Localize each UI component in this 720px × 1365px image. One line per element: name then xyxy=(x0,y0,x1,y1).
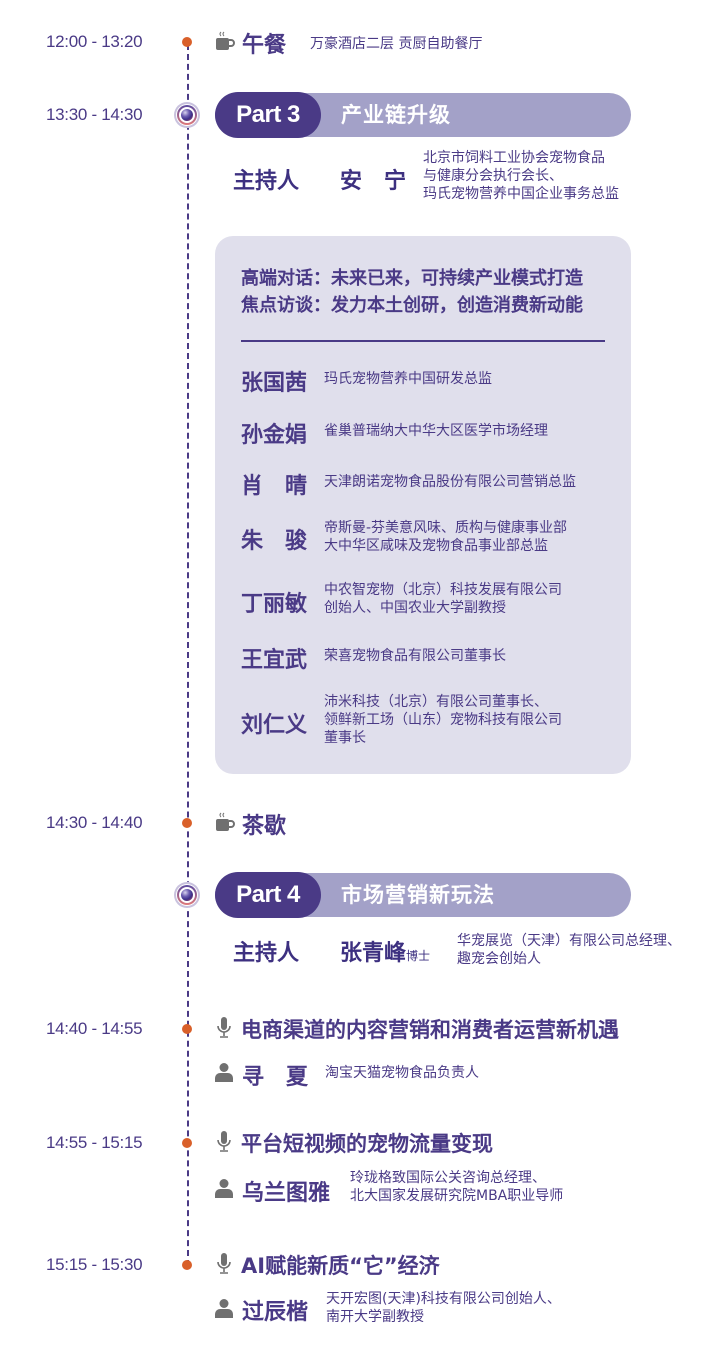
person-icon xyxy=(215,1179,233,1198)
part-title: 产业链升级 xyxy=(341,103,451,127)
panelist-title: 帝斯曼-芬美意风味、质构与健康事业部 大中华区咸味及宠物食品事业部总监 xyxy=(324,520,568,554)
panelist-title: 荣喜宠物食品有限公司董事长 xyxy=(324,648,506,664)
person-icon xyxy=(215,1063,233,1082)
timeline-dot xyxy=(182,37,192,47)
panel-discussion-card xyxy=(215,236,631,774)
panelist-name: 朱 骏 xyxy=(241,529,308,554)
time-label: 14:55 - 15:15 xyxy=(46,1133,143,1152)
host-label: 主持人 xyxy=(233,941,300,966)
event-location: 万豪酒店二层 贡厨自助餐厅 xyxy=(310,36,483,52)
time-label: 14:30 - 14:40 xyxy=(46,813,143,832)
host-name: 安 宁 xyxy=(340,169,407,194)
panelist-name: 孙金娟 xyxy=(241,423,308,448)
part-banner: Part 4 市场营销新玩法 xyxy=(215,872,631,918)
timeline-dot xyxy=(182,1138,192,1148)
coffee-cup-icon xyxy=(216,31,235,50)
timeline-dot xyxy=(182,1260,192,1270)
part-label: Part 4 xyxy=(215,872,321,918)
event-title: 茶歇 xyxy=(242,814,287,839)
part-title: 市场营销新玩法 xyxy=(341,883,495,907)
host-name: 张青峰博士 xyxy=(340,941,431,966)
part-banner: Part 3 产业链升级 xyxy=(215,92,631,138)
talk-title: AI赋能新质“它”经济 xyxy=(241,1254,440,1278)
host-title: 北京市饲料工业协会宠物食品 与健康分会执行会长、 玛氏宠物营养中国企业事务总监 xyxy=(423,150,619,202)
microphone-icon xyxy=(217,1017,231,1038)
host-label: 主持人 xyxy=(233,169,300,194)
panelist-title: 玛氏宠物营养中国研发总监 xyxy=(324,371,492,387)
speaker-name: 乌兰图雅 xyxy=(242,1181,331,1206)
timeline-dot xyxy=(182,1024,192,1034)
person-icon xyxy=(215,1299,233,1318)
panelist-name: 丁丽敏 xyxy=(241,592,308,617)
speaker-name: 寻 夏 xyxy=(242,1065,309,1090)
part-marker-icon xyxy=(174,882,200,908)
divider xyxy=(241,340,605,342)
talk-title: 平台短视频的宠物流量变现 xyxy=(241,1132,493,1156)
part-marker-icon xyxy=(174,102,200,128)
microphone-icon xyxy=(217,1253,231,1274)
panel-topic: 焦点访谈：发力本土创研，创造消费新动能 xyxy=(241,295,583,316)
time-label: 14:40 - 14:55 xyxy=(46,1019,143,1038)
speaker-title: 天开宏图(天津)科技有限公司创始人、 南开大学副教授 xyxy=(326,1291,561,1325)
panelist-title: 雀巢普瑞纳大中华大区医学市场经理 xyxy=(324,423,548,439)
time-label: 12:00 - 13:20 xyxy=(46,32,143,51)
panelist-name: 刘仁义 xyxy=(241,713,308,738)
panelist-title: 天津朗诺宠物食品股份有限公司营销总监 xyxy=(324,474,576,490)
panelist-name: 张国茜 xyxy=(241,371,308,396)
part-label: Part 3 xyxy=(215,92,321,138)
host-degree: 博士 xyxy=(406,949,431,963)
speaker-name: 过辰楷 xyxy=(242,1300,309,1325)
panelist-name: 王宜武 xyxy=(241,648,308,673)
timeline-dot xyxy=(182,818,192,828)
speaker-title: 淘宝天猫宠物食品负责人 xyxy=(325,1065,479,1081)
event-title: 午餐 xyxy=(242,33,287,58)
speaker-title: 玲珑格致国际公关咨询总经理、 北大国家发展研究院MBA职业导师 xyxy=(350,1170,564,1204)
panelist-name: 肖 晴 xyxy=(241,474,308,499)
talk-title: 电商渠道的内容营销和消费者运营新机遇 xyxy=(241,1018,619,1042)
microphone-icon xyxy=(217,1131,231,1152)
panel-topic: 高端对话：未来已来，可持续产业模式打造 xyxy=(241,268,583,289)
panelist-title: 中农智宠物（北京）科技发展有限公司 创始人、中国农业大学副教授 xyxy=(324,582,562,616)
timeline-line xyxy=(187,44,189,1266)
coffee-cup-icon xyxy=(216,812,235,831)
host-title: 华宠展览（天津）有限公司总经理、 趣宠会创始人 xyxy=(457,933,681,967)
time-label: 13:30 - 14:30 xyxy=(46,105,143,124)
panelist-title: 沛米科技（北京）有限公司董事长、 领鲜新工场（山东）宠物科技有限公司 董事长 xyxy=(324,694,562,746)
time-label: 15:15 - 15:30 xyxy=(46,1255,143,1274)
